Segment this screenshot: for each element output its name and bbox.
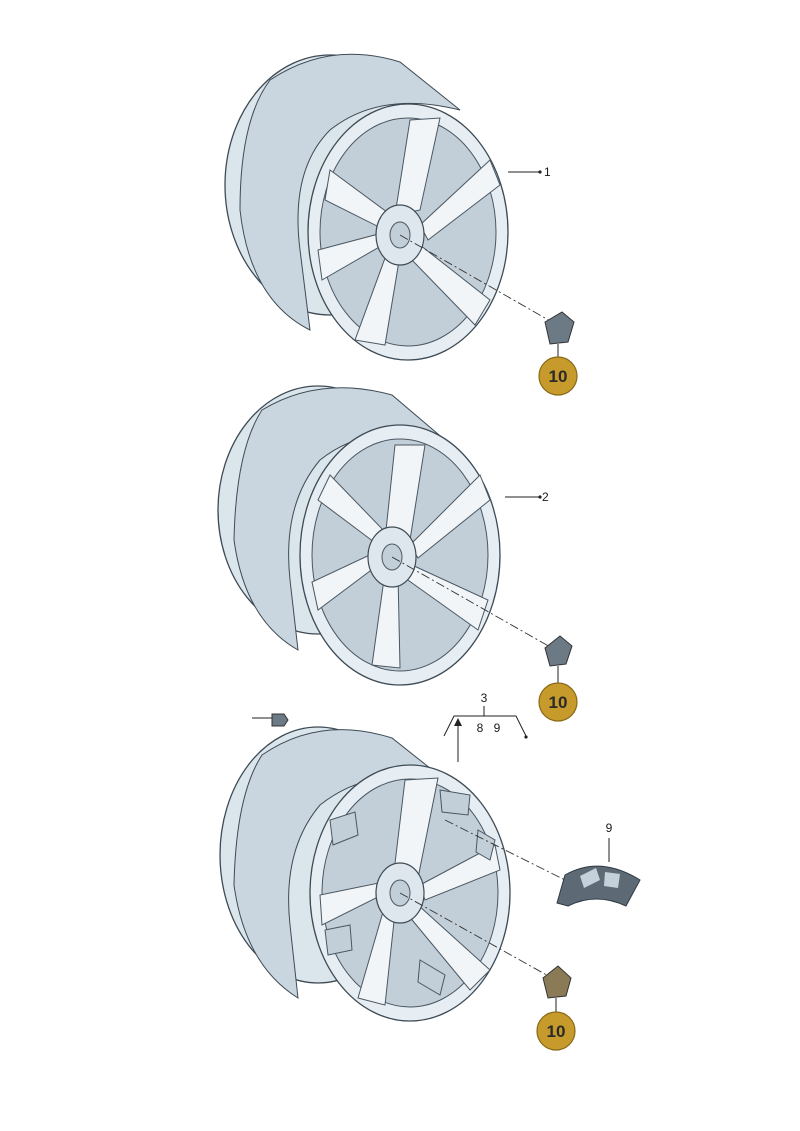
callout-3: 3 <box>481 691 488 705</box>
insert-shape <box>556 865 641 907</box>
center-cap-1: 10 <box>538 311 578 396</box>
callout-3-arrow-head <box>454 718 462 726</box>
center-cap-1-shape <box>544 311 575 345</box>
wheel-3-window <box>417 959 446 996</box>
badge-cap-1-label: 10 <box>549 367 568 386</box>
callout-2: 2 <box>542 490 549 504</box>
valve-stem-icon <box>271 713 289 727</box>
wheel-1-barrel-band <box>239 53 461 331</box>
badge-cap-3-label: 10 <box>547 1022 566 1041</box>
wheel-3-window <box>324 924 353 956</box>
wheel-1-axis-line <box>399 234 553 323</box>
center-cap-3-shape <box>542 965 572 999</box>
wheel-2: 2 <box>217 385 553 686</box>
insert-slot <box>604 872 620 888</box>
wheel-1-leader-dot <box>538 170 542 174</box>
badge-cap-2 <box>538 682 578 722</box>
insert-slot <box>580 868 600 888</box>
callout-9: 9 <box>606 821 613 835</box>
wheel-1-spoke <box>419 159 501 241</box>
center-cap-3: 10 <box>536 965 576 1051</box>
badge-cap-1 <box>538 356 578 396</box>
center-cap-2-shape <box>544 635 573 667</box>
callout-3-group: 3 8 9 <box>443 691 528 762</box>
badge-cap-3 <box>536 1011 576 1051</box>
wheel-2-barrel-band <box>233 387 446 651</box>
wheel-2-axis-line <box>391 556 553 649</box>
wheel-3-window <box>439 789 471 816</box>
wheel-1: 1 <box>224 53 553 361</box>
wheel-2-leader-dot <box>538 495 542 499</box>
callout-8: 8 <box>477 721 484 735</box>
callout-3-dot <box>524 735 528 739</box>
wheel-3 <box>219 726 566 1022</box>
badge-cap-2-label: 10 <box>549 693 568 712</box>
valve-stem <box>252 713 289 727</box>
spoke-insert: 9 <box>556 821 641 907</box>
wheel-3-window <box>329 811 359 846</box>
wheel-3-barrel-band <box>233 729 446 999</box>
wheel-3-axis-line-cap <box>399 892 553 979</box>
wheel-3-axis-line-insert <box>444 819 566 881</box>
callout-3-bracket <box>443 715 527 737</box>
center-cap-2: 10 <box>538 635 578 722</box>
callout-1: 1 <box>544 165 551 179</box>
callout-9-group: 9 <box>494 721 501 735</box>
